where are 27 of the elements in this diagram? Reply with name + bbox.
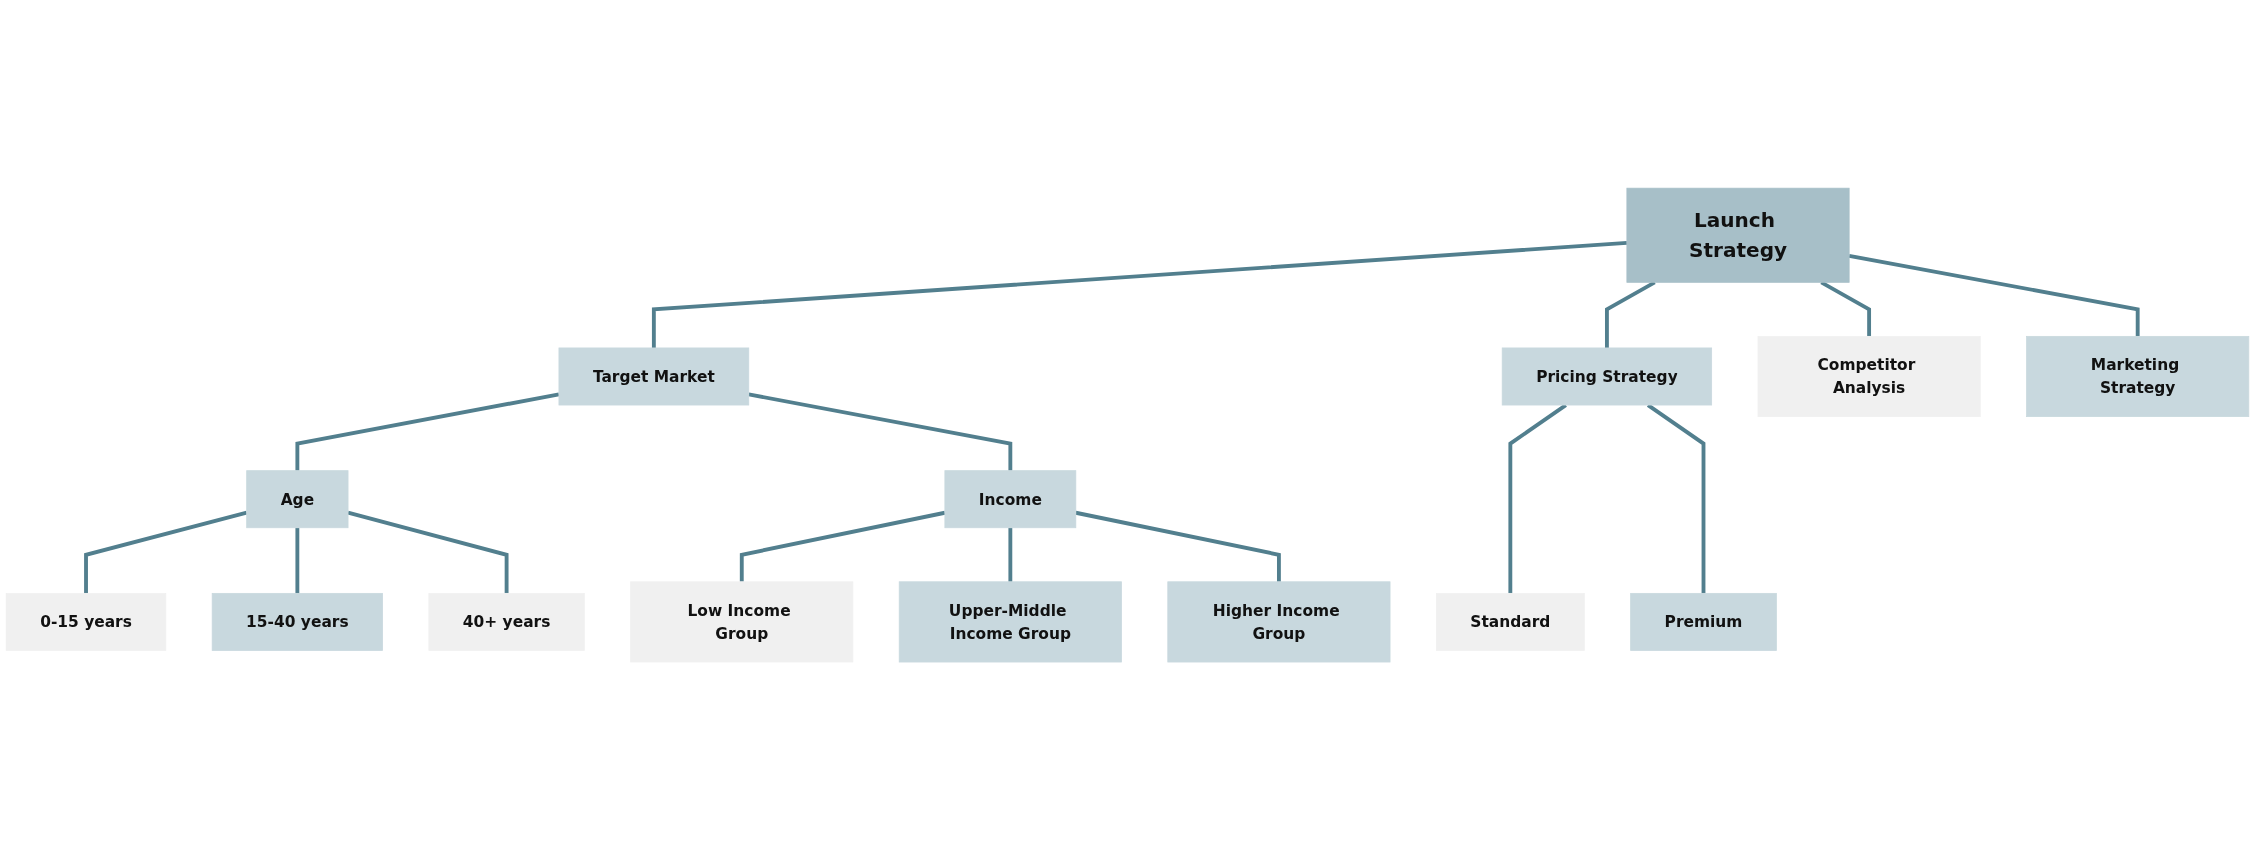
connector xyxy=(1075,510,1281,582)
node-box: Income xyxy=(944,470,1077,529)
node-box: 40+ years xyxy=(428,592,585,651)
node-box: 0-15 years xyxy=(5,592,167,651)
node-box: Age xyxy=(246,470,349,529)
connector xyxy=(347,510,509,594)
connector xyxy=(748,392,1013,471)
connector xyxy=(1848,253,2140,337)
node-box: Pricing Strategy xyxy=(1501,347,1713,406)
node-box: Marketing Strategy xyxy=(2026,335,2250,417)
connector xyxy=(295,392,560,471)
node-box: Premium xyxy=(1630,592,1777,651)
node-box: Higher Income Group xyxy=(1167,581,1391,663)
node-box: Target Market xyxy=(558,347,750,406)
node-box: Low Income Group xyxy=(630,581,854,663)
node-box: Competitor Analysis xyxy=(1757,335,1981,417)
connector xyxy=(1508,403,1567,594)
node-box: Launch Strategy xyxy=(1626,187,1850,283)
node-box: Upper-Middle Income Group xyxy=(898,581,1122,663)
node-box: Standard xyxy=(1436,592,1585,651)
connector xyxy=(739,510,946,582)
node-box: 15-40 years xyxy=(211,592,383,651)
connector xyxy=(84,510,248,594)
connector xyxy=(651,240,1627,348)
connector xyxy=(1646,403,1706,594)
connector xyxy=(295,527,300,594)
connector xyxy=(1008,527,1013,582)
